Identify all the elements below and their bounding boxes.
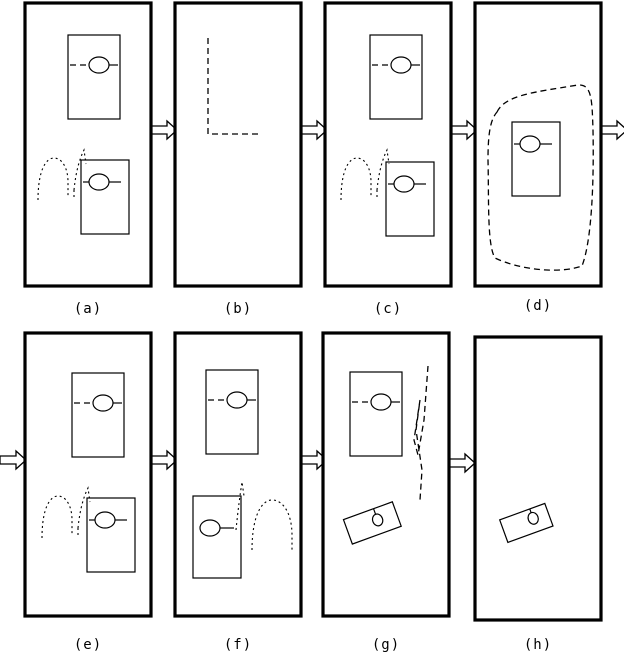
gesture-hand-mirrored	[235, 481, 293, 552]
panel-h	[473, 335, 603, 622]
arrow-g-h	[448, 453, 476, 473]
arrow-a-b	[150, 120, 178, 140]
arrow-c-d	[450, 120, 478, 140]
caption-e: (e)	[74, 637, 102, 653]
panel-e	[23, 331, 153, 618]
caption-g: (g)	[372, 637, 400, 653]
panel-g	[321, 331, 451, 618]
arrow-d-e	[600, 120, 624, 140]
stroke-trace	[207, 38, 262, 135]
lasso-selection	[487, 84, 594, 271]
caption-b: (b)	[224, 301, 252, 317]
panel-b	[173, 1, 303, 288]
caption-h: (h)	[524, 637, 552, 653]
caption-a: (a)	[74, 301, 102, 317]
caption-f: (f)	[224, 637, 252, 653]
caption-d: (d)	[524, 298, 552, 314]
caption-c: (c)	[374, 301, 402, 317]
arrow-e-f	[150, 450, 178, 470]
panel-a	[23, 1, 153, 288]
arrow-b-c	[300, 120, 328, 140]
panel-d	[473, 1, 603, 288]
panel-c	[323, 1, 453, 288]
object-rotated	[498, 502, 554, 544]
object-rotated	[342, 501, 402, 545]
arrow-into-e	[0, 450, 27, 470]
panel-f	[173, 331, 303, 618]
object-lower	[192, 495, 242, 579]
scribble-gesture	[413, 365, 429, 501]
